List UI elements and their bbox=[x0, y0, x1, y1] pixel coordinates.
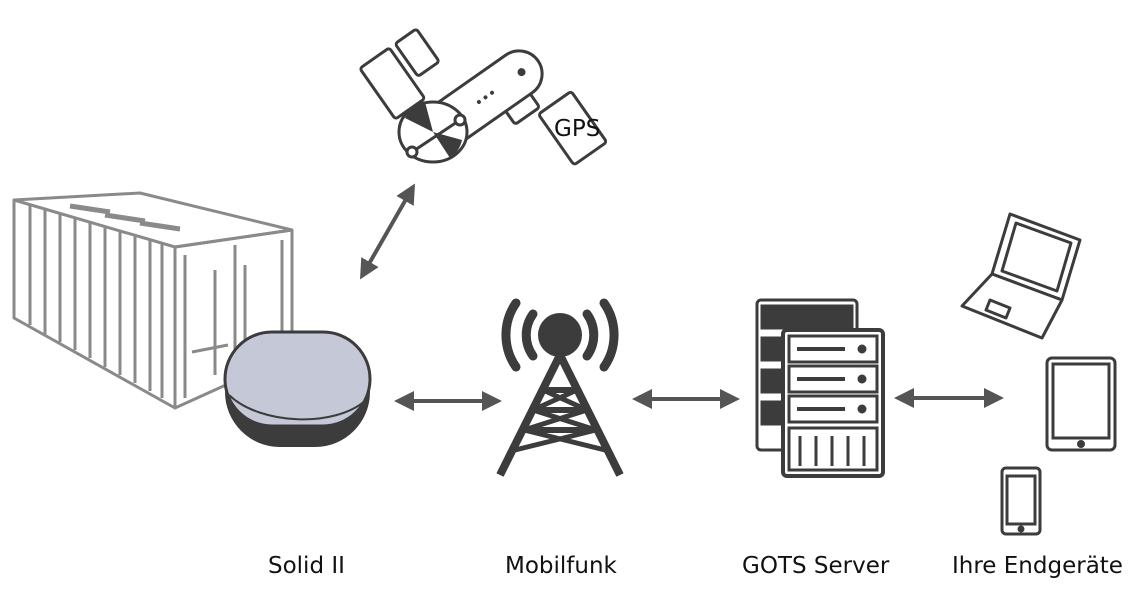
tablet-icon bbox=[1045, 356, 1117, 452]
satellite-icon bbox=[359, 28, 608, 166]
solid-label: Solid II bbox=[268, 553, 345, 579]
tracker-device-icon bbox=[223, 330, 372, 447]
server-label: GOTS Server bbox=[742, 553, 890, 579]
devices-label: Ihre Endgeräte bbox=[952, 553, 1123, 579]
connection-arrows bbox=[360, 183, 1004, 411]
smartphone-icon bbox=[1000, 466, 1042, 536]
arrow-gps-tracker bbox=[360, 183, 415, 280]
mobilfunk-label: Mobilfunk bbox=[505, 553, 617, 579]
cell-tower-icon bbox=[496, 298, 624, 477]
gps-label: GPS bbox=[554, 116, 601, 142]
laptop-icon bbox=[960, 212, 1082, 340]
server-icon bbox=[755, 298, 885, 478]
